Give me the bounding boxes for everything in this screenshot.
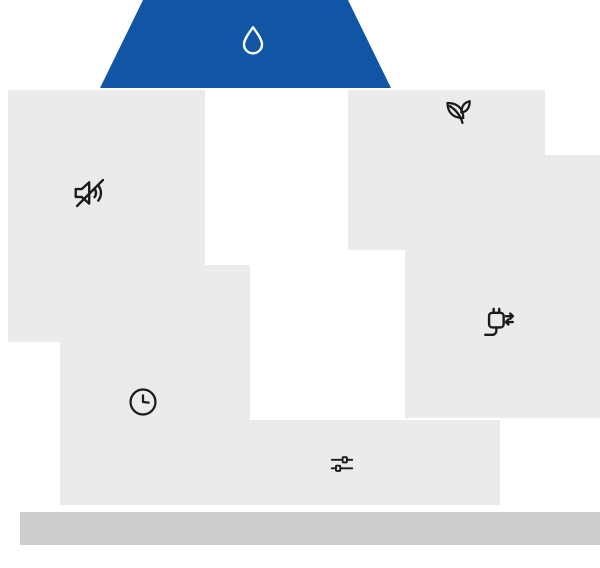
options-sliders-icon [327,449,357,479]
water-drop-icon [234,22,272,60]
footer-bar [20,512,600,545]
leaf-icon [440,94,476,130]
plug-swap-icon [478,303,516,341]
tile-power-source[interactable] [405,155,600,418]
header-banner [100,0,391,88]
speaker-mute-icon [71,174,109,212]
clock-icon [125,384,161,420]
tile-options[interactable] [205,420,500,505]
